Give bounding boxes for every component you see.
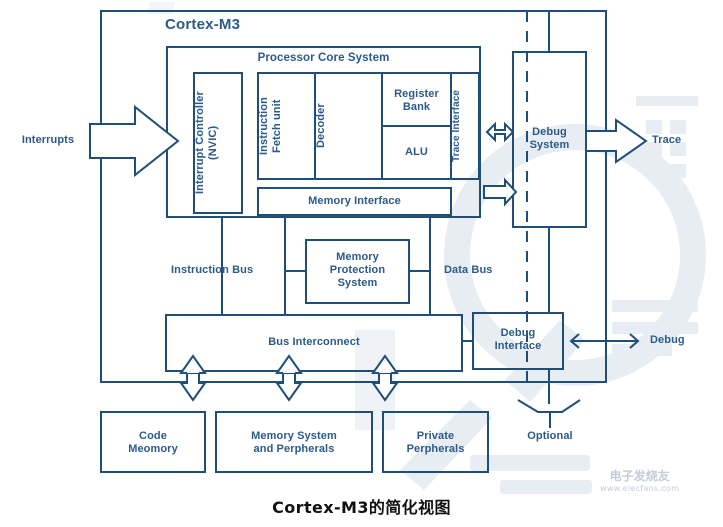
debug-system-label: Debug System [529,126,570,151]
fetch-unit-label: Instruction Fetch unit [258,97,283,155]
nvic-label: Interrupt Controller (NVIC) [194,91,219,195]
trace-label: Trace [652,134,682,146]
private-peripherals-label: Private Perpherals [406,430,465,455]
code-memory-arrow [179,372,207,402]
interrupts-arrow [89,104,180,178]
code-memory-box [100,411,206,473]
private-peripherals-arrow-up [371,354,399,374]
site-watermark: 电子发烧友 www.elecfans.com [600,469,680,493]
memory-debug-arrow [483,177,518,207]
memory-system-arrow-up [275,354,303,374]
core-system-title: Processor Core System [257,52,390,64]
memory-interface-label: Memory Interface [308,195,401,207]
trace-out-arrow [585,118,648,164]
debug-interface-label: Debug Interface [494,327,542,352]
memory-system-label: Memory System and Perpherals [251,430,337,455]
alu-label: ALU [405,146,428,158]
private-peripherals-box [382,411,489,473]
figure-caption: Cortex-M3的简化视图 [272,498,451,517]
nvic-box [193,72,243,214]
decoder-label: Decoder [315,103,327,149]
bus-interconnect-label: Bus Interconnect [268,336,360,348]
register-bank-label: Register Bank [394,88,439,113]
data-bus-label: Data Bus [444,264,493,276]
cortex-boundary [100,10,607,383]
optional-label: Optional [527,430,573,442]
trace-debug-arrow [485,121,515,143]
instruction-bus-label: Instruction Bus [171,264,254,276]
memory-interface-box [257,187,452,216]
memory-system-box [215,411,373,473]
interrupts-label: Interrupts [21,134,75,146]
memory-system-arrow [275,372,303,402]
cortex-title: Cortex-M3 [165,16,241,33]
watermark-url: www.elecfans.com [600,483,680,493]
watermark-brand-text: 电子发烧友 [609,469,670,483]
debug-io-arrow [569,333,640,349]
bus-interconnect-box [165,314,463,372]
private-peripherals-arrow [371,372,399,402]
code-memory-arrow-up [179,354,207,374]
memory-protection-label: Memory Protection System [329,251,386,289]
code-memory-label: Code Meomory [128,430,178,455]
debug-label: Debug [650,334,685,346]
trace-interface-label: Trace Interface [451,89,462,163]
trace-interface-box [450,72,480,180]
optional-brace [517,399,581,428]
